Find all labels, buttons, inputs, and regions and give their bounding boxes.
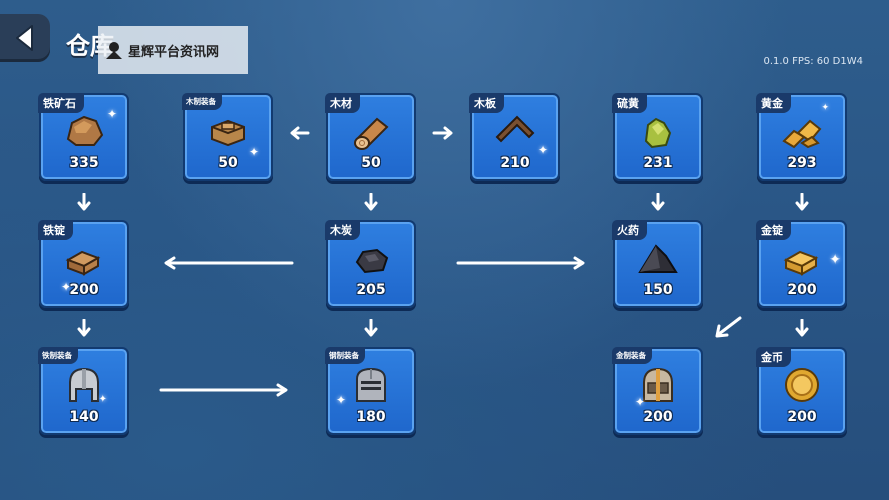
gold-nugget-icon [782, 119, 822, 149]
item-count: 200 [787, 409, 817, 425]
item-card-steel-gear[interactable]: 钢制装备 ✦ 180 [325, 347, 416, 435]
item-count: 205 [356, 282, 386, 298]
arrow-right-long-icon [159, 383, 288, 397]
item-count: 231 [643, 155, 673, 171]
item-label: 金币 [756, 347, 791, 367]
item-count: 200 [69, 282, 99, 298]
plank-icon [495, 115, 535, 143]
item-label: 铁制装备 [38, 347, 78, 364]
sparkle-icon: ✦ [829, 252, 841, 268]
item-card-wood-gear[interactable]: 木制装备 ✦ 50 [182, 93, 273, 181]
arrow-down-icon [795, 319, 809, 337]
iron-ore-icon [66, 115, 104, 146]
sparkle-icon: ✦ [635, 395, 646, 409]
item-card-gold-ingot[interactable]: 金锭 ✦ 200 [756, 220, 847, 308]
item-card-iron-ingot[interactable]: 铁锭 ✦ 200 [38, 220, 129, 308]
item-count: 140 [69, 409, 99, 425]
arrow-right-icon [432, 126, 453, 140]
item-label: 硫黄 [612, 93, 647, 113]
wood-gear-icon [211, 119, 245, 147]
item-label: 木制装备 [182, 93, 222, 110]
item-count: 200 [787, 282, 817, 298]
item-card-gunpowder[interactable]: 火药 150 [612, 220, 703, 308]
item-card-iron-ore[interactable]: 铁矿石 ✦ 335 [38, 93, 129, 181]
iron-helmet-icon [69, 367, 99, 402]
sparkle-icon: ✦ [537, 143, 548, 157]
item-count: 293 [787, 155, 817, 171]
sparkle-icon: ✦ [98, 394, 107, 405]
item-card-gold[interactable]: 黄金 ✦ 293 [756, 93, 847, 181]
item-label: 金锭 [756, 220, 791, 240]
wood-log-icon [354, 117, 389, 150]
sparkle-icon: ✦ [61, 280, 72, 294]
gunpowder-icon [638, 244, 678, 273]
arrow-down-icon [77, 193, 91, 211]
item-label: 金制装备 [612, 347, 652, 364]
item-count: 335 [69, 155, 99, 171]
sulfur-icon [644, 117, 672, 149]
item-card-gold-gear[interactable]: 金制装备 ✦ 200 [612, 347, 703, 435]
charcoal-icon [355, 248, 389, 274]
gold-ingot-icon [783, 250, 819, 276]
item-label: 木板 [469, 93, 504, 113]
item-count: 50 [218, 155, 238, 171]
item-card-gold-coin[interactable]: 金币 200 [756, 347, 847, 435]
item-count: 200 [643, 409, 673, 425]
item-card-sulfur[interactable]: 硫黄 231 [612, 93, 703, 181]
item-count: 150 [643, 282, 673, 298]
watermark-text: 星辉平台资讯网 [128, 44, 220, 60]
arrow-down-icon [77, 319, 91, 337]
arrow-down-icon [364, 319, 378, 337]
item-card-plank[interactable]: 木板 ✦ 210 [469, 93, 560, 181]
item-label: 火药 [612, 220, 647, 240]
arrow-diagonal-icon [715, 316, 742, 338]
item-count: 180 [356, 409, 386, 425]
item-label: 黄金 [756, 93, 791, 113]
arrow-down-icon [364, 193, 378, 211]
gold-helmet-icon [643, 367, 673, 402]
version-fps-text: 0.1.0 FPS: 60 D1W4 [763, 56, 863, 67]
gold-coin-icon [785, 368, 819, 402]
sparkle-icon: ✦ [821, 103, 829, 113]
arrow-down-icon [651, 193, 665, 211]
item-card-iron-gear[interactable]: 铁制装备 ✦ 140 [38, 347, 129, 435]
arrow-left-long-icon [164, 256, 294, 270]
steel-helmet-icon [356, 367, 386, 402]
watermark-logo-icon [106, 42, 122, 59]
item-label: 铁矿石 [38, 93, 84, 113]
item-label: 木材 [325, 93, 360, 113]
arrow-right-long-icon [456, 256, 585, 270]
item-label: 铁锭 [38, 220, 73, 240]
item-card-wood[interactable]: 木材 50 [325, 93, 416, 181]
sparkle-icon: ✦ [336, 393, 347, 407]
back-arrow-icon [16, 25, 33, 51]
item-count: 50 [361, 155, 381, 171]
arrow-down-icon [795, 193, 809, 211]
sparkle-icon: ✦ [106, 107, 117, 121]
item-label: 钢制装备 [325, 347, 365, 364]
item-count: 210 [500, 155, 530, 171]
item-label: 木炭 [325, 220, 360, 240]
iron-ingot-icon [65, 250, 101, 276]
arrow-left-icon [290, 126, 310, 140]
watermark: 星辉平台资讯网 [98, 26, 248, 74]
back-button[interactable] [0, 14, 50, 62]
sparkle-icon: ✦ [248, 145, 259, 159]
item-card-charcoal[interactable]: 木炭 205 [325, 220, 416, 308]
